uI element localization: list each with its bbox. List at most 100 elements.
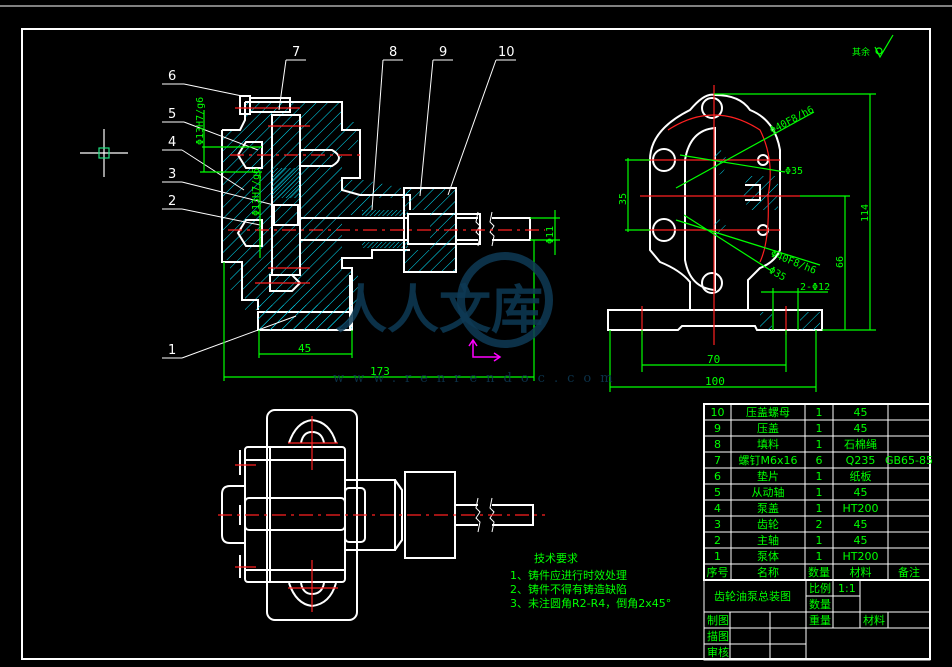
dimension-holes: 2-Φ12 (800, 282, 830, 293)
watermark-logo: 人人文库 (335, 280, 543, 341)
svg-text:1: 1 (168, 343, 176, 358)
tech-requirement-3: 3、未注圆角R2-R4，倒角2x45° (510, 596, 671, 610)
bom-cell-material: HT200 (843, 502, 879, 515)
bom-cell-no: 4 (714, 502, 721, 515)
dimension-phi35-top: Φ35 (785, 166, 803, 177)
bom-cell-material: 纸板 (850, 469, 872, 483)
bom-header-cell: 序号 (707, 565, 729, 579)
top-view (218, 409, 545, 621)
svg-text:2: 2 (168, 194, 176, 209)
balloon-8: 8 (371, 45, 403, 211)
bom-header-cell: 备注 (898, 565, 920, 579)
svg-text:10: 10 (498, 45, 515, 60)
balloon-2: 2 (162, 194, 261, 226)
dimension-phi11: Φ11 (545, 226, 556, 244)
crosshair-cursor (80, 129, 128, 177)
scale-label: 比例 (809, 581, 831, 595)
bom-header-cell: 材料 (850, 565, 872, 579)
ucs-icon (468, 338, 502, 362)
bom-cell-qty: 1 (816, 422, 823, 435)
bom-cell-qty: 2 (816, 518, 823, 531)
roughness-label: 其余 (852, 46, 870, 58)
bom-cell-no: 2 (714, 534, 721, 547)
dimension-35: 35 (618, 193, 629, 205)
bom-cell-no: 10 (711, 406, 725, 419)
bom-cell-name: 螺钉M6x16 (739, 454, 798, 467)
balloon-6: 6 (162, 69, 243, 97)
svg-text:7: 7 (292, 45, 300, 60)
tech-requirements-title: 技术要求 (534, 552, 578, 565)
dimension-45: 45 (298, 342, 311, 355)
bom-cell-material: HT200 (843, 550, 879, 563)
bom-cell-note: GB65-85 (885, 454, 933, 467)
svg-text:3: 3 (168, 167, 176, 182)
title-block: 齿轮油泵总装图 比例 1:1 数量 制图 重量 材料 描图 审核 (703, 579, 931, 661)
dimension-70: 70 (707, 353, 720, 366)
bom-cell-no: 6 (714, 470, 721, 483)
bom-cell-material: 石棉绳 (844, 437, 877, 451)
drawn-by-label: 制图 (707, 614, 729, 627)
bill-of-materials: 10 压盖螺母 1 45 9 压盖 1 45 8 填料 1 石棉绳 7 螺钉M6x16 6 Q235 GB65-… (703, 403, 933, 581)
bom-cell-qty: 1 (816, 406, 823, 419)
drawing-frame (21, 28, 931, 660)
bom-cell-material: 45 (854, 406, 868, 419)
side-view (607, 85, 823, 345)
tech-requirement-2: 2、铸件不得有铸造缺陷 (510, 582, 627, 596)
balloon-3: 3 (162, 167, 275, 206)
bom-cell-material: 45 (854, 486, 868, 499)
bom-header-cell: 名称 (757, 565, 779, 579)
bom-cell-material: 45 (854, 518, 868, 531)
weight-label: 重量 (809, 613, 831, 627)
bom-cell-name: 压盖 (757, 421, 779, 435)
bom-cell-no: 3 (714, 518, 721, 531)
front-section-view (221, 95, 545, 331)
bom-cell-name: 主轴 (757, 533, 779, 547)
watermark-url: www.renrendoc.com (333, 371, 622, 386)
checked-by-label: 审核 (707, 645, 729, 659)
bom-cell-name: 齿轮 (757, 517, 779, 531)
svg-text:8: 8 (389, 45, 397, 60)
bom-cell-name: 泵体 (757, 549, 779, 563)
fit-dimension-1: Φ13H7/g6 (195, 97, 206, 145)
bom-cell-no: 9 (714, 422, 721, 435)
bom-cell-material: 45 (854, 534, 868, 547)
drawing-title: 齿轮油泵总装图 (714, 589, 791, 603)
quantity-label: 数量 (809, 598, 831, 611)
bom-cell-no: 1 (714, 550, 721, 563)
fit-dimension-top: Φ40F8/h6 (768, 104, 816, 136)
bom-cell-qty: 6 (816, 454, 823, 467)
svg-text:9: 9 (439, 45, 447, 60)
balloon-9: 9 (419, 45, 453, 197)
scale-value: 1:1 (838, 582, 856, 595)
svg-text:5: 5 (168, 107, 176, 122)
dimension-100: 100 (705, 375, 725, 388)
technical-requirements: 技术要求 1、铸件应进行时效处理 2、铸件不得有铸造缺陷 3、未注圆角R2-R4… (510, 552, 671, 610)
bom-cell-qty: 1 (816, 486, 823, 499)
bom-cell-qty: 1 (816, 470, 823, 483)
traced-by-label: 描图 (707, 629, 729, 643)
bom-cell-name: 从动轴 (752, 485, 785, 499)
bom-cell-no: 7 (714, 454, 721, 467)
fit-dimension-2: Φ13H7/g6 (251, 168, 262, 216)
svg-text:4: 4 (168, 135, 176, 150)
bom-cell-material: Q235 (846, 454, 876, 467)
bom-cell-name: 泵盖 (757, 501, 779, 515)
tech-requirement-1: 1、铸件应进行时效处理 (510, 568, 627, 582)
dimension-173: 173 (370, 365, 390, 378)
dimension-66: 66 (835, 256, 846, 268)
bom-cell-name: 填料 (757, 437, 779, 451)
bom-header-cell: 数量 (808, 566, 830, 579)
bom-cell-no: 8 (714, 438, 721, 451)
front-view-dimensions: Φ13H7/g6 Φ13H7/g6 45 173 Φ11 (195, 97, 560, 381)
dimension-phi35-bottom: Φ35 (767, 265, 788, 284)
bom-cell-name: 压盖螺母 (746, 405, 790, 419)
dimension-114: 114 (860, 204, 871, 222)
bom-cell-material: 45 (854, 422, 868, 435)
balloon-10: 10 (447, 45, 516, 196)
bom-cell-name: 垫片 (757, 469, 779, 483)
balloon-4: 4 (162, 135, 245, 191)
balloon-7: 7 (278, 45, 306, 111)
balloon-5: 5 (162, 107, 259, 151)
bom-cell-qty: 1 (816, 438, 823, 451)
